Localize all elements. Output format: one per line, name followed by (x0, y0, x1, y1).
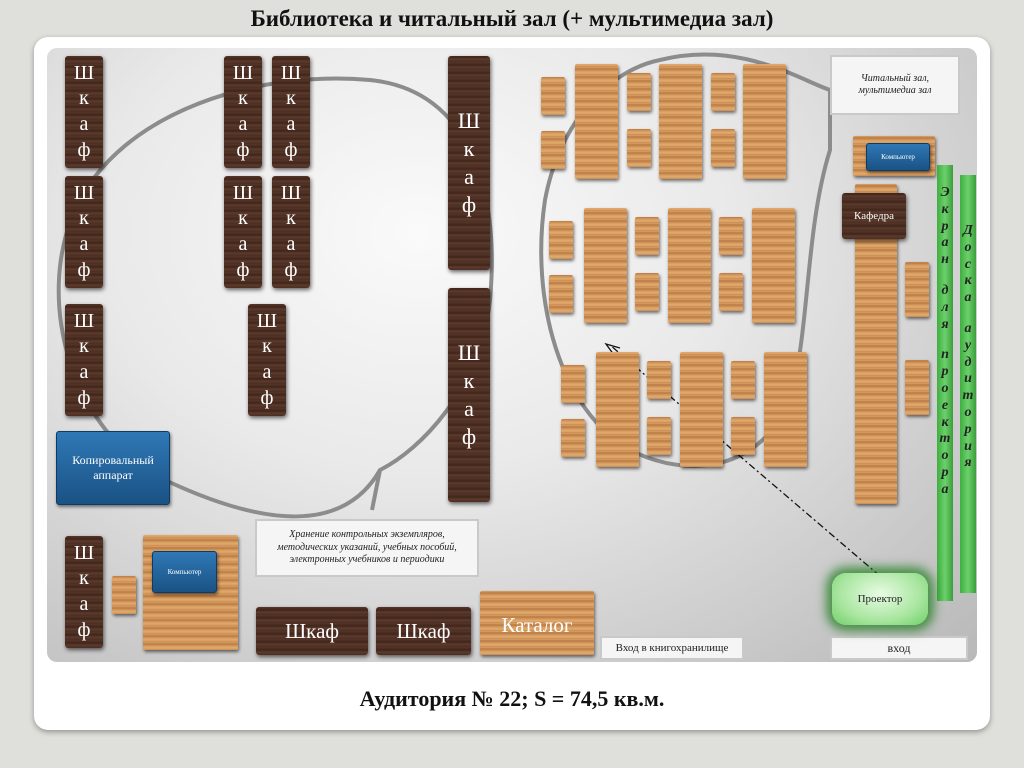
chair (561, 419, 585, 457)
stacks-entrance-label: Вход в книгохранилище (600, 636, 744, 660)
chair (627, 129, 651, 167)
cabinet-13: Шкаф (376, 607, 471, 655)
desk (743, 64, 786, 179)
teacher-computer: Компьютер (866, 143, 930, 171)
cabinet-12: Шкаф (256, 607, 368, 655)
chair (647, 417, 671, 455)
desk (659, 64, 702, 179)
room-caption: Аудитория № 22; S = 74,5 кв.м. (359, 686, 665, 711)
storage-note: Хранение контрольных экземпляров, методи… (255, 519, 479, 577)
entrance-label: вход (830, 636, 968, 660)
chair (711, 73, 735, 111)
chair (549, 221, 573, 259)
desk (668, 208, 711, 323)
chair (719, 273, 743, 311)
catalog-cabinet: Каталог (480, 591, 594, 655)
podium: Кафедра (842, 193, 906, 239)
chair (561, 365, 585, 403)
librarian-computer: Компьютер (152, 551, 217, 593)
desk (680, 352, 723, 467)
desk (596, 352, 639, 467)
chair (905, 360, 929, 415)
librarian-chair (112, 576, 136, 614)
page-title: Библиотека и читальный зал (+ мультимеди… (250, 6, 774, 31)
desk (752, 208, 795, 323)
reading-room-label: Читальный зал, мультимедиа зал (830, 55, 960, 115)
projector: Проектор (832, 573, 928, 625)
chair (549, 275, 573, 313)
chair (627, 73, 651, 111)
chair (711, 129, 735, 167)
chair (731, 417, 755, 455)
desk (764, 352, 807, 467)
catalog-label: Каталог (501, 613, 573, 637)
chair (635, 273, 659, 311)
desk (584, 208, 627, 323)
chair (731, 361, 755, 399)
chair (719, 217, 743, 255)
chair (647, 361, 671, 399)
chair (635, 217, 659, 255)
chair (541, 77, 565, 115)
desk (575, 64, 618, 179)
copier: Копировальный аппарат (56, 431, 170, 505)
chair (905, 262, 929, 317)
chair (541, 131, 565, 169)
